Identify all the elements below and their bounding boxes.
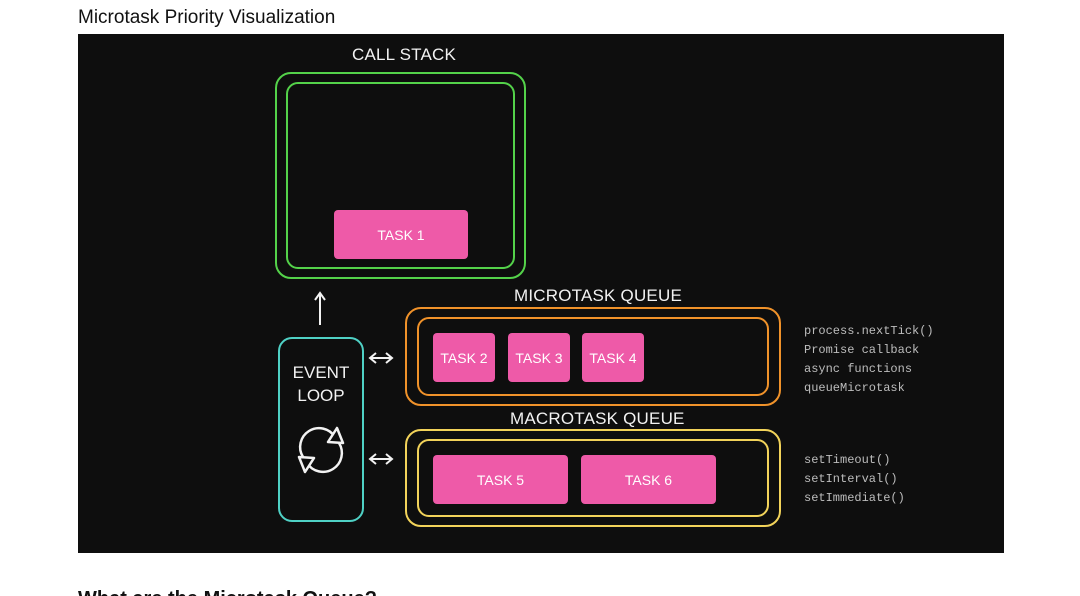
section-heading-cut-off: What are the Microtask Queue? <box>78 588 377 596</box>
call-stack-outer-frame <box>275 72 526 279</box>
macrotask-api-3: setImmediate() <box>804 491 905 505</box>
macrotask-queue-inner-frame <box>417 439 769 517</box>
microtask-api-1: process.nextTick() <box>804 324 934 338</box>
call-stack-inner-frame <box>286 82 515 269</box>
call-stack-title: CALL STACK <box>352 45 457 64</box>
refresh-cycle-icon <box>297 426 345 474</box>
task-5: TASK 5 <box>433 455 568 504</box>
event-loop-label-line1: EVENT <box>292 363 350 382</box>
macrotask-queue-outer-frame <box>405 429 781 527</box>
macrotask-queue-title: MACROTASK QUEUE <box>510 409 685 428</box>
task-2: TASK 2 <box>433 333 495 382</box>
macrotask-double-arrow-icon <box>368 453 394 465</box>
task-4: TASK 4 <box>582 333 644 382</box>
microtask-double-arrow-icon <box>368 352 394 364</box>
microtask-queue-inner-frame <box>417 317 769 396</box>
event-loop-box <box>278 337 364 522</box>
page-title: Microtask Priority Visualization <box>78 7 336 28</box>
macrotask-api-1: setTimeout() <box>804 453 891 467</box>
task-1: TASK 1 <box>334 210 468 259</box>
macrotask-api-2: setInterval() <box>804 472 898 486</box>
microtask-queue-title: MICROTASK QUEUE <box>514 286 682 305</box>
microtask-api-2: Promise callback <box>804 343 920 357</box>
task-3: TASK 3 <box>508 333 570 382</box>
up-arrow-icon <box>314 291 326 325</box>
event-loop-diagram: CALL STACK TASK 1 EVENT LOOP MICROTASK Q… <box>78 34 1004 553</box>
event-loop-label-line2: LOOP <box>297 386 345 405</box>
microtask-api-3: async functions <box>804 362 913 376</box>
microtask-queue-outer-frame <box>405 307 781 406</box>
task-6: TASK 6 <box>581 455 716 504</box>
microtask-api-4: queueMicrotask <box>804 381 905 395</box>
